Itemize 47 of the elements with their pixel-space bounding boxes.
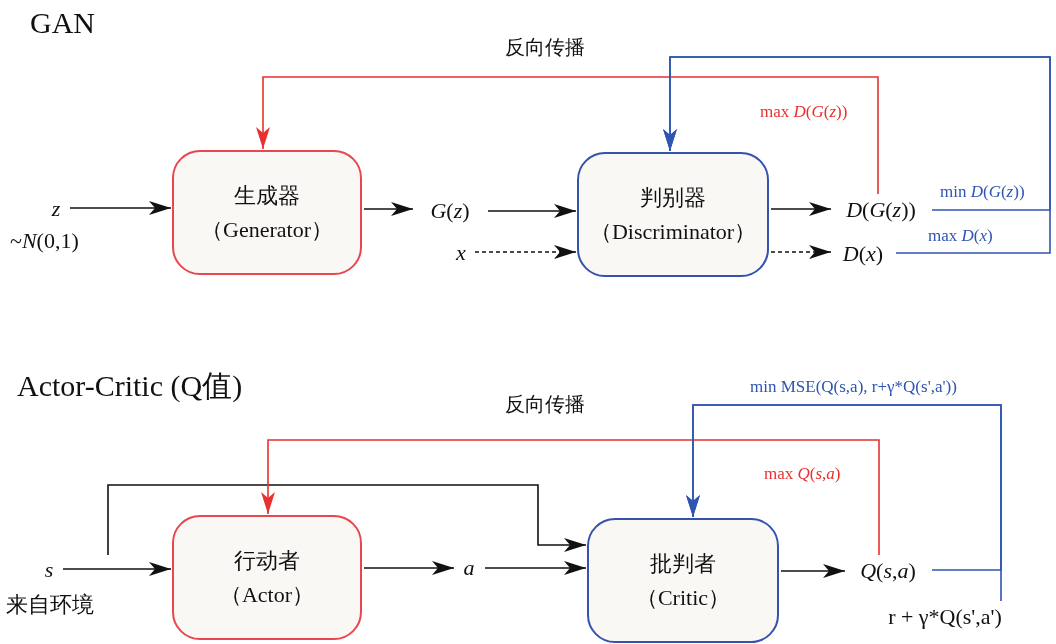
arrow [663, 56, 1051, 254]
arrow [487, 204, 577, 218]
arrow [107, 484, 587, 556]
math-label: D(x) [832, 240, 894, 268]
edge-label: max D(x) [926, 226, 995, 246]
arrow [69, 201, 172, 215]
process-box [172, 515, 362, 640]
math-label: s [37, 557, 61, 583]
box-label: 判别器 [640, 183, 706, 212]
box-label: （Discriminator） [589, 217, 757, 246]
arrow [474, 245, 577, 259]
section-title: GAN [30, 6, 95, 40]
section-title: Actor-Critic (Q值) [17, 368, 243, 404]
math-label: D(G(z)) [832, 196, 930, 224]
math-label: z [44, 196, 68, 222]
box-label: （Critic） [635, 583, 731, 612]
arrow [261, 439, 880, 556]
box-label: （Actor） [219, 580, 315, 609]
box-label: 行动者 [234, 546, 300, 575]
math-label: a [455, 555, 483, 581]
annotation-text: 反向传播 [505, 391, 585, 418]
math-label: Q(s,a) [846, 557, 930, 585]
box-label: 生成器 [234, 181, 300, 210]
process-box [577, 152, 769, 277]
box-label: 批判者 [650, 549, 716, 578]
caption-text: ~N(0,1) [10, 228, 79, 254]
arrow [770, 202, 832, 216]
edge-label: min MSE(Q(s,a), r+γ*Q(s',a')) [748, 377, 959, 397]
process-box [587, 518, 779, 643]
edge-label: min D(G(z)) [938, 182, 1027, 202]
math-label: r + γ*Q(s',a') [862, 603, 1028, 631]
edge-label: max D(G(z)) [758, 102, 850, 122]
caption-text: 来自环境 [6, 591, 94, 619]
arrow [686, 404, 1002, 602]
math-label: x [449, 240, 473, 266]
arrow [363, 561, 455, 575]
process-box [172, 150, 362, 275]
arrow [770, 245, 832, 259]
arrow [256, 76, 879, 195]
arrow [363, 202, 414, 216]
arrow [62, 562, 172, 576]
arrow [484, 561, 587, 575]
arrow [780, 564, 846, 578]
edge-label: max Q(s,a) [762, 464, 843, 484]
box-label: （Generator） [201, 215, 333, 244]
annotation-text: 反向传播 [505, 34, 585, 61]
math-label: G(z) [414, 197, 486, 225]
